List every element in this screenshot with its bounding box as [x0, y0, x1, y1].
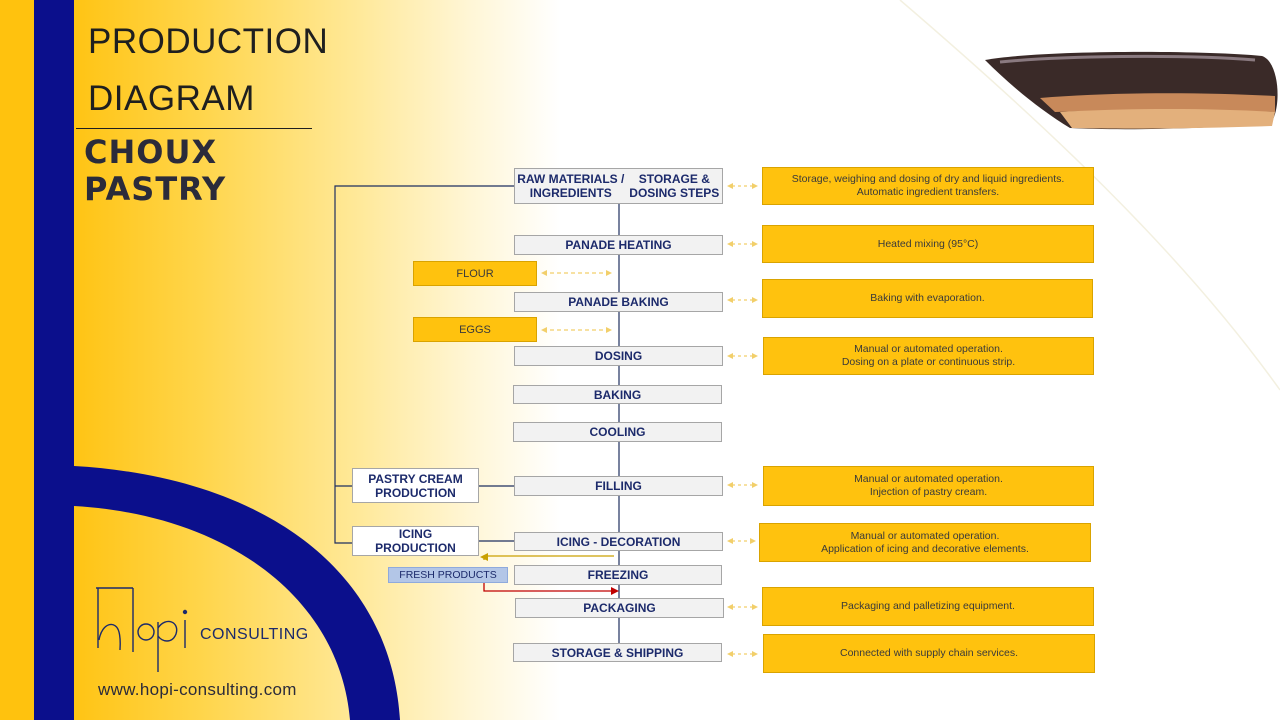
step-label: PANADE HEATING [565, 238, 672, 252]
fresh-packaging-arrow [483, 582, 612, 592]
step-label: PANADE BAKING [568, 295, 669, 309]
step-panade-heating: PANADE HEATING [514, 235, 723, 255]
note-filling: Manual or automated operation.Injection … [763, 466, 1094, 506]
note-panade-baking: Baking with evaporation. [762, 279, 1093, 318]
note-icing-decoration: Manual or automated operation.Applicatio… [759, 523, 1091, 562]
note-text: Heated mixing (95°C) [877, 237, 979, 250]
note-arrows [732, 185, 752, 655]
subtitle-line-2: PASTRY [84, 170, 227, 208]
navy-bar [34, 0, 74, 720]
note-text: Baking with evaporation. [870, 292, 985, 304]
side-fresh-products: FRESH PRODUCTS [388, 567, 508, 583]
step-freezing: FREEZING [514, 565, 722, 585]
step-label: COOLING [589, 425, 646, 439]
icing-fresh-arrow [483, 555, 614, 560]
left-bracket [334, 185, 514, 544]
step-label: DOSING [594, 349, 643, 363]
step-label: PACKAGING [583, 601, 656, 615]
input-eggs: EGGS [413, 317, 537, 342]
step-cooling: COOLING [513, 422, 722, 442]
step-filling: FILLING [514, 476, 723, 496]
step-label: ICING - DECORATION [556, 534, 681, 549]
note-text: Dosing on a plate or continuous strip. [841, 356, 1016, 368]
step-label: RAW MATERIALS / INGREDIENTS [517, 172, 625, 200]
note-text: Manual or automated operation. [850, 529, 1000, 542]
note-dosing: Manual or automated operation.Dosing on … [763, 337, 1094, 375]
note-text: Connected with supply chain services. [839, 647, 1018, 659]
note-storage-shipping: Connected with supply chain services. [763, 634, 1095, 673]
step-label: BAKING [593, 387, 642, 402]
title-line-2: DIAGRAM [88, 79, 255, 118]
side-label: ICING [398, 527, 433, 541]
step-label: FILLING [595, 479, 642, 493]
note-text: Injection of pastry cream. [869, 486, 988, 498]
step-label: STORAGE & DOSING STEPS [629, 172, 720, 200]
note-panade-heating: Heated mixing (95°C) [762, 225, 1094, 263]
note-arrowheads [727, 183, 758, 657]
step-storage-shipping: STORAGE & SHIPPING [513, 643, 722, 662]
note-text: Manual or automated operation. [854, 473, 1003, 485]
title-divider [76, 128, 312, 129]
step-label: STORAGE & SHIPPING [551, 645, 684, 660]
step-packaging: PACKAGING [515, 598, 724, 618]
note-text: Packaging and palletizing equipment. [841, 600, 1015, 612]
step-baking: BAKING [513, 385, 722, 404]
website-link[interactable]: www.hopi-consulting.com [98, 680, 297, 699]
step-raw-materials: RAW MATERIALS / INGREDIENTS STORAGE & DO… [514, 168, 723, 204]
step-label: FREEZING [587, 568, 649, 582]
side-label: PRODUCTION [375, 541, 456, 555]
eclair-photo [985, 0, 1280, 130]
title-line-1: PRODUCTION [88, 22, 329, 61]
navy-arc [74, 466, 400, 720]
hopi-logo-glyph [96, 587, 188, 672]
note-packaging: Packaging and palletizing equipment. [762, 587, 1094, 626]
faint-curve [899, 0, 1280, 391]
note-text: Automatic ingredient transfers. [856, 186, 1000, 198]
subtitle-line-1: CHOUX [84, 133, 218, 171]
step-dosing: DOSING [514, 346, 723, 366]
note-text: Manual or automated operation. [854, 343, 1003, 355]
step-panade-baking: PANADE BAKING [514, 292, 723, 312]
input-flour: FLOUR [413, 261, 537, 286]
brand-name: CONSULTING [200, 626, 309, 643]
note-text: Application of icing and decorative elem… [821, 542, 1029, 555]
step-icing-decoration: ICING - DECORATION [514, 532, 723, 551]
note-raw-materials: Storage, weighing and dosing of dry and … [762, 167, 1094, 205]
side-label: PRODUCTION [375, 485, 456, 500]
note-text: Storage, weighing and dosing of dry and … [791, 173, 1065, 185]
side-label: PASTRY CREAM [368, 471, 463, 486]
